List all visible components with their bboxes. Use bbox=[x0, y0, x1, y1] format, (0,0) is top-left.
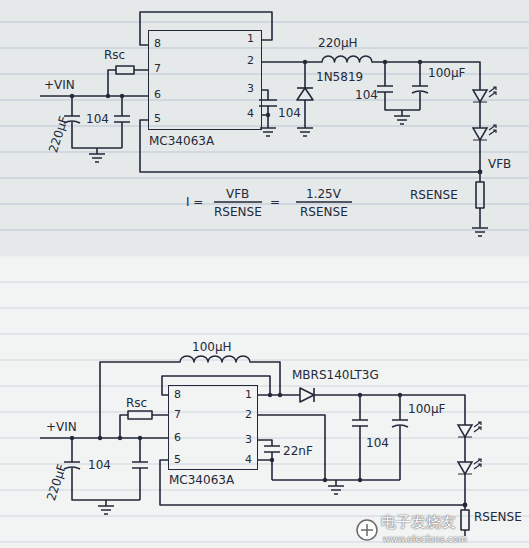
formula-text: 1.25V bbox=[306, 187, 341, 201]
pin-number: 6 bbox=[154, 89, 161, 101]
pin-number: 7 bbox=[174, 409, 181, 421]
pin-number: 3 bbox=[247, 83, 254, 95]
pin-number: 1 bbox=[247, 33, 254, 45]
watermark: www.elecfans.com bbox=[383, 534, 467, 545]
capacitor-value: 104 bbox=[278, 106, 301, 120]
pin-number: 3 bbox=[245, 434, 252, 446]
capacitor-value: 104 bbox=[366, 436, 389, 450]
wires bbox=[40, 12, 484, 536]
pin-number: 8 bbox=[154, 38, 161, 50]
resistor-label: RSENSE bbox=[474, 510, 522, 524]
pin-number: 8 bbox=[174, 389, 181, 401]
pin-number: 5 bbox=[154, 113, 161, 125]
watermark-logo bbox=[357, 520, 377, 540]
pin-number: 6 bbox=[174, 432, 181, 444]
capacitor-value: 22nF bbox=[283, 444, 313, 458]
paper-photo bbox=[0, 0, 529, 256]
formula-text: VFB bbox=[226, 187, 249, 201]
resistor-label: RSENSE bbox=[410, 188, 458, 202]
capacitor-value: 100μF bbox=[428, 66, 465, 80]
ic-chip: 87651234MC34063A bbox=[148, 30, 262, 130]
formula-text: RSENSE bbox=[300, 205, 348, 219]
formula-text: = bbox=[270, 195, 280, 209]
signal-name: VFB bbox=[488, 157, 511, 171]
capacitor-value: 104 bbox=[86, 112, 109, 126]
capacitor-value: 104 bbox=[355, 88, 378, 102]
pin-number: 5 bbox=[174, 454, 181, 466]
junction-dots bbox=[70, 60, 483, 508]
watermark: 电子发烧友 bbox=[381, 514, 456, 531]
part-number: MC34063A bbox=[169, 474, 234, 486]
ic-chip: 87651234MC34063A bbox=[168, 385, 258, 470]
supply-label: +VIN bbox=[44, 78, 75, 92]
capacitor-value: 100μF bbox=[408, 402, 445, 416]
formula-text: RSENSE bbox=[214, 205, 262, 219]
part-number: MC34063A bbox=[149, 135, 214, 147]
pin-number: 1 bbox=[245, 389, 252, 401]
resistor-label: Rsc bbox=[126, 396, 147, 410]
inductor-value: 220μH bbox=[318, 36, 358, 50]
pin-number: 4 bbox=[245, 454, 252, 466]
inductor-value: 100μH bbox=[192, 340, 232, 354]
pin-number: 4 bbox=[247, 108, 254, 120]
pin-number: 2 bbox=[247, 55, 254, 67]
supply-label: +VIN bbox=[46, 420, 77, 434]
pin-number: 2 bbox=[245, 409, 252, 421]
paper-photo bbox=[0, 258, 529, 548]
ruled-lines bbox=[0, 22, 529, 542]
diode-part: 1N5819 bbox=[316, 70, 363, 84]
pin-number: 7 bbox=[154, 63, 161, 75]
capacitor-value: 104 bbox=[88, 458, 111, 472]
diode-part: MBRS140LT3G bbox=[292, 368, 379, 382]
formula-text: I = bbox=[186, 195, 203, 209]
resistor-label: Rsc bbox=[104, 48, 125, 62]
